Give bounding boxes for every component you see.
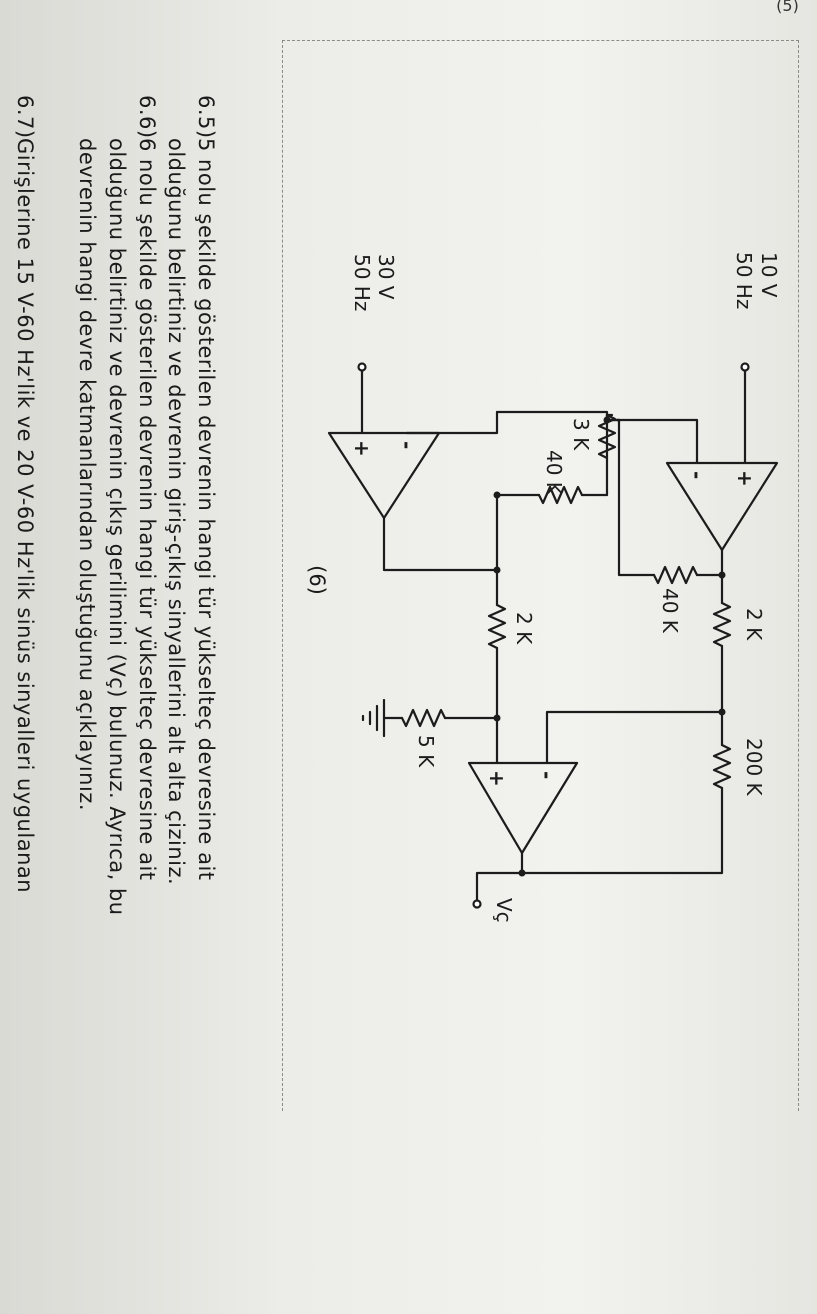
label-2k-top: 2 K xyxy=(742,608,766,641)
question-number: 6.7) xyxy=(13,95,37,139)
question-text-line: 6 nolu şekilde gösterilen devrenin hangi… xyxy=(135,138,159,881)
input2-voltage: 30 V xyxy=(374,254,398,300)
wire xyxy=(520,786,724,875)
junction-dot xyxy=(603,416,611,424)
question-number: 6.6) xyxy=(135,95,159,139)
label-3k: 3 K xyxy=(569,418,593,451)
input-terminal-1 xyxy=(740,362,750,372)
question-6-5: 6.5)5 nolu şekilde gösterilen devrenin h… xyxy=(161,95,221,885)
question-text-line: devrenin hangi devre katmanlarından oluş… xyxy=(75,138,99,811)
resistor-200k xyxy=(712,743,732,790)
wire xyxy=(545,710,724,765)
question-number: 6.5) xyxy=(194,95,218,139)
opamp1-plus: + xyxy=(733,470,757,487)
ground xyxy=(361,698,386,738)
question-text-line: Girişlerine 15 V-60 Hz'lik ve 20 V-60 Hz… xyxy=(13,138,37,894)
opamp2-plus: + xyxy=(350,440,374,457)
wire xyxy=(382,516,499,572)
opamp1-minus: - xyxy=(685,471,709,479)
opamp-2 xyxy=(327,431,441,520)
wire xyxy=(475,871,524,902)
wire xyxy=(605,418,699,465)
junction-dot xyxy=(493,491,501,499)
question-6-7: 6.7)Girişlerine 15 V-60 Hz'lik ve 20 V-6… xyxy=(10,95,40,893)
resistor-5k xyxy=(400,708,447,728)
question-text-line: olduğunu belirtiniz ve devrenin giriş-çı… xyxy=(164,138,188,886)
label-200k: 200 K xyxy=(742,738,766,797)
resistor-40k-mid xyxy=(537,485,584,505)
input-terminal-2 xyxy=(357,362,367,372)
label-output: Vç xyxy=(492,898,516,923)
top-fragment-label: (5) xyxy=(776,0,799,15)
label-40k-feedback: 40 K xyxy=(658,588,682,634)
junction-dot xyxy=(718,708,726,716)
resistor-2k-top xyxy=(712,601,732,648)
label-40k-mid: 40 K xyxy=(542,450,566,496)
junction-dot xyxy=(518,869,526,877)
wire xyxy=(495,410,609,460)
input1-voltage: 10 V xyxy=(757,252,781,298)
junction-dot xyxy=(493,714,501,722)
opamp-3 xyxy=(467,761,579,855)
figure-caption: (6) xyxy=(305,565,329,595)
junction-dot xyxy=(493,566,501,574)
label-2k-mid: 2 K xyxy=(512,612,536,645)
opamp-1 xyxy=(665,461,779,552)
question-6-6: 6.6)6 nolu şekilde gösterilen devrenin h… xyxy=(72,95,162,916)
junction-dot xyxy=(718,571,726,579)
output-terminal xyxy=(472,899,482,909)
wire xyxy=(617,418,656,577)
label-5k: 5 K xyxy=(414,735,438,768)
input2-frequency: 50 Hz xyxy=(350,254,374,311)
resistor-2k-mid xyxy=(487,603,507,650)
opamp2-minus: - xyxy=(395,441,419,449)
opamp3-minus: - xyxy=(535,771,559,779)
wire xyxy=(405,410,499,435)
input1-frequency: 50 Hz xyxy=(732,252,756,309)
question-text-line: 5 nolu şekilde gösterilen devrenin hangi… xyxy=(194,138,218,881)
question-text-line: olduğunu belirtiniz ve devrenin çıkış ge… xyxy=(105,138,129,916)
opamp3-plus: + xyxy=(485,770,509,787)
resistor-40k-feedback xyxy=(652,565,699,585)
